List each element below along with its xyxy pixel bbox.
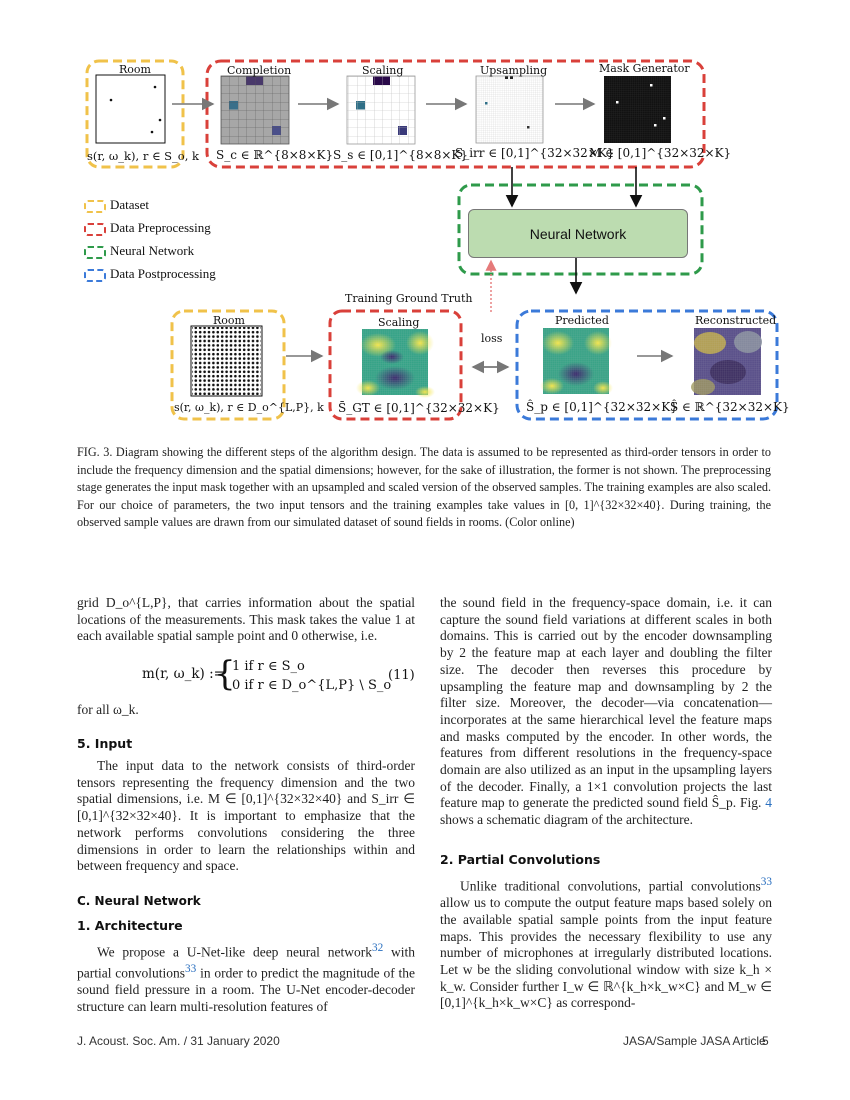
completion-label: S_c ∈ ℝ^{8×8×K} [216, 148, 334, 162]
dataset-box-top [85, 59, 185, 169]
upsampling-title: Upsampling [480, 64, 548, 77]
reconstructed-label: Ŝ ∈ ℝ^{32×32×K} [670, 400, 790, 414]
reconstructed-heatmap [691, 328, 762, 395]
preprocessing-box [205, 59, 706, 169]
footer-article: JASA/Sample JASA Article [623, 1034, 766, 1048]
scaling-title: Scaling [362, 64, 404, 77]
legend-preprocessing: Data Preprocessing [84, 220, 211, 236]
citation-33[interactable]: 33 [760, 876, 772, 888]
nn-group-box [457, 183, 704, 276]
predicted-label: Ŝ_p ∈ [0,1]^{32×32×K} [526, 400, 678, 414]
footer-journal: J. Acoust. Soc. Am. / 31 January 2020 [77, 1034, 280, 1048]
mask-grid [604, 76, 671, 143]
legend-dataset: Dataset [84, 197, 149, 213]
upsampling-label: S_irr ∈ [0,1]^{32×32×K} [455, 146, 615, 160]
legend-swatch [84, 268, 106, 282]
scaling-grid [346, 75, 416, 145]
predicted-title: Predicted [555, 314, 609, 327]
room-top-title: Room [119, 63, 151, 76]
gt-label: S̄_GT ∈ [0,1]^{32×32×K} [338, 401, 500, 415]
heading-partial-convolutions: 2. Partial Convolutions [440, 852, 601, 867]
heading-neural-network: C. Neural Network [77, 894, 201, 908]
eq-brace: { [214, 654, 236, 694]
gt-scaling-title: Scaling [378, 316, 420, 329]
room-top-label: s(r, ω_k), r ∈ S_o, k [87, 149, 199, 163]
right-para-2: Unlike traditional convolutions, partial… [440, 876, 772, 1011]
room-bottom-title: Room [213, 314, 245, 327]
left-para-1: grid D_o^{L,P}, that carries information… [77, 595, 415, 644]
reconstructed-title: Reconstructed [695, 314, 777, 327]
room-bottom-panel [190, 325, 263, 397]
figure-diagram [85, 59, 779, 421]
mask-title: Mask Generator [599, 62, 690, 75]
left-para-4: We propose a U-Net-like deep neural netw… [77, 942, 415, 1015]
neural-network-block: Neural Network [468, 209, 688, 258]
heading-architecture: 1. Architecture [77, 918, 183, 933]
upsampling-grid [475, 75, 544, 144]
left-para-2: for all ω_k. [77, 702, 139, 717]
legend-neural-network: Neural Network [84, 243, 194, 259]
left-para-3: The input data to the network consists o… [77, 758, 415, 874]
legend-swatch [84, 222, 106, 236]
legend-postprocessing: Data Postprocessing [84, 266, 216, 282]
figure-caption: FIG. 3. Diagram showing the different st… [77, 445, 771, 530]
completion-grid [220, 75, 290, 145]
mask-label: M ∈ [0,1]^{32×32×K} [589, 146, 732, 160]
eq-case-2: 0 if r ∈ D_o^{L,P} \ S_o [232, 678, 392, 693]
page-number: 5 [762, 1034, 769, 1048]
predicted-heatmap [540, 328, 613, 395]
gt-heatmap [356, 329, 435, 398]
room-bottom-label: s(r, ω_k), r ∈ D_o^{L,P}, k [174, 401, 324, 414]
scaling-label: S_s ∈ [0,1]^{8×8×K} [333, 148, 469, 162]
citation-32[interactable]: 32 [371, 942, 384, 954]
eq-case-1: 1 if r ∈ S_o [232, 659, 305, 674]
loss-label: loss [481, 332, 503, 345]
gt-box [328, 309, 463, 421]
right-para-1: the sound field in the frequency-space d… [440, 595, 772, 828]
tgt-group-title: Training Ground Truth [345, 292, 473, 305]
completion-title: Completion [227, 64, 292, 77]
dataset-box-bottom [170, 309, 286, 421]
eq-lhs: m(r, ω_k) := [142, 666, 225, 682]
legend-swatch [84, 199, 106, 213]
citation-33[interactable]: 33 [185, 963, 197, 976]
heading-input: 5. Input [77, 736, 133, 751]
eq-number: (11) [388, 668, 415, 683]
room-top-panel [95, 74, 166, 144]
postprocessing-box [515, 309, 779, 421]
legend-swatch [84, 245, 106, 259]
figure-4-link[interactable]: 4 [765, 795, 772, 811]
